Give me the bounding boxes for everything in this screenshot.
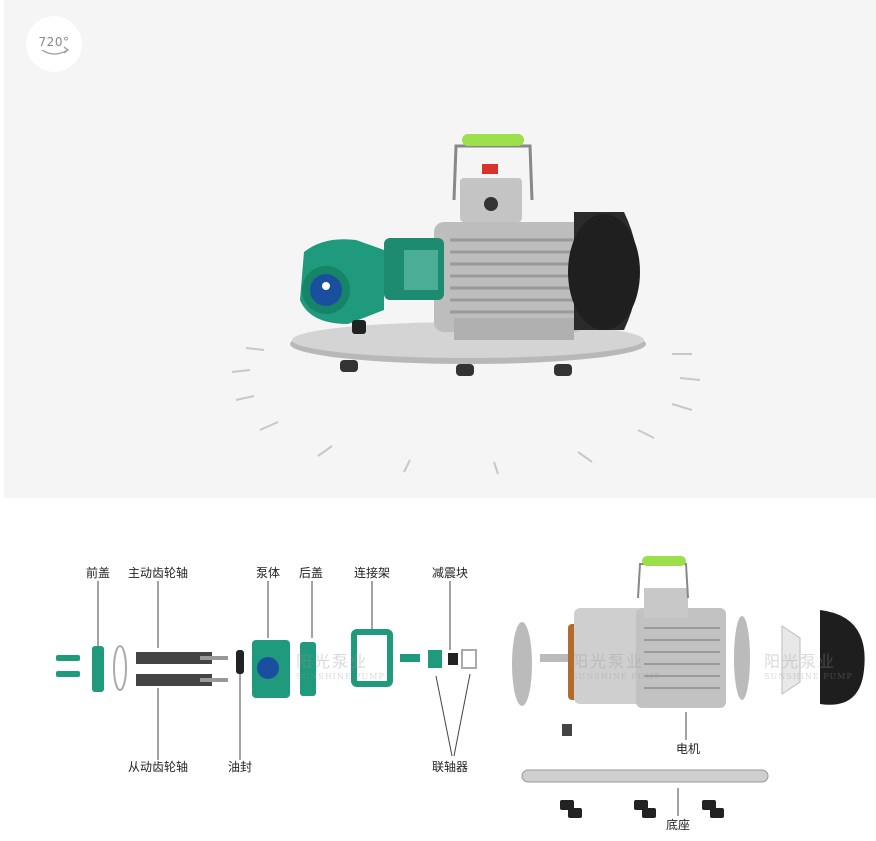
720-rotate-button[interactable]: 720° [26,16,82,72]
label-rear-cover: 后盖 [299,566,324,580]
label-front-cover: 前盖 [86,566,111,580]
label-motor: 电机 [676,742,701,756]
rotate-arrow-icon [41,46,69,55]
label-coupling: 联轴器 [432,760,469,774]
exploded-parts-illustration [56,556,865,818]
rotation-ticks [231,347,701,475]
label-damping-block: 减震块 [432,566,469,580]
label-base: 底座 [666,818,691,832]
label-connecting-frame: 连接架 [354,566,391,580]
label-oil-seal: 油封 [228,760,253,774]
label-driving-gear-shaft: 主动齿轮轴 [128,566,189,580]
label-pump-body: 泵体 [256,566,281,580]
product-360-viewer[interactable]: 720° [4,0,876,498]
pump-3d-model[interactable] [4,0,876,498]
label-driven-gear-shaft: 从动齿轮轴 [128,760,189,774]
720-badge-label: 720° [38,35,70,49]
